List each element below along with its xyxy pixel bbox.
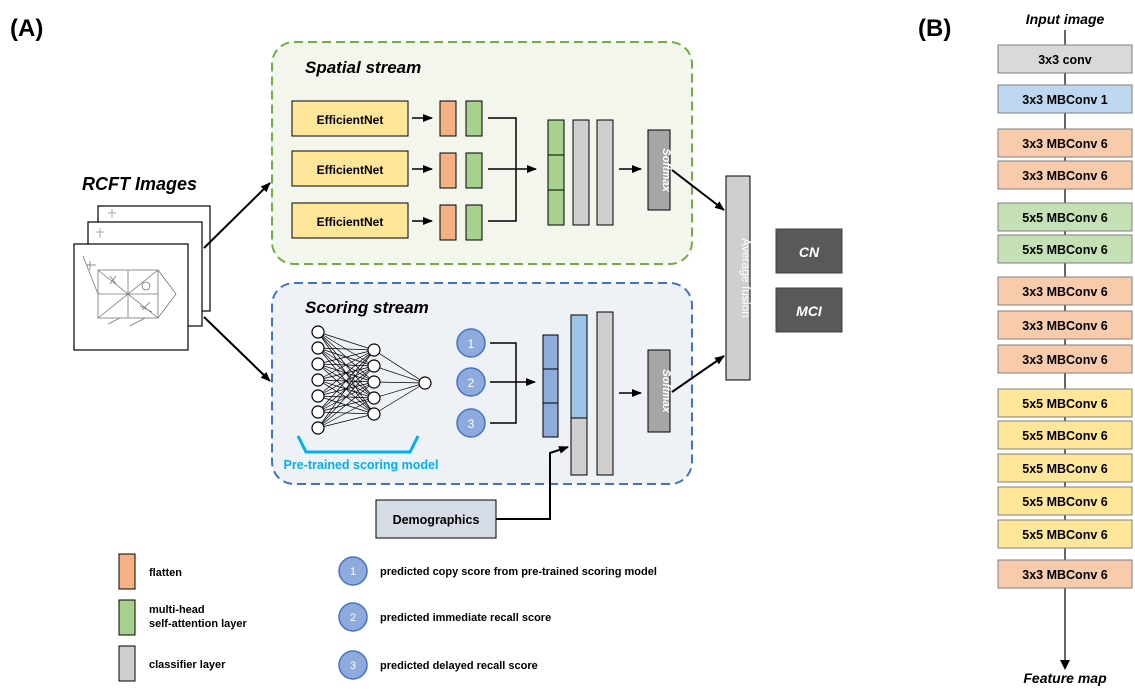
arch-block [997, 128, 1133, 158]
arch-block-label: 3x3 MBConv 6 [1022, 137, 1107, 151]
arch-output-label: Feature map [1023, 670, 1107, 686]
arch-block [997, 453, 1133, 483]
legend-flatten-swatch [118, 553, 136, 590]
arch-block [997, 420, 1133, 450]
arrow-to-spatial [203, 182, 271, 249]
score-node [456, 328, 486, 358]
arch-block [997, 310, 1133, 340]
classifier-layer [596, 311, 614, 476]
arch-block [997, 559, 1133, 589]
average-fusion-label: Average fusion [739, 238, 753, 318]
arch-block-label: 3x3 conv [1038, 53, 1092, 67]
score-node-label: 1 [468, 337, 475, 351]
legend-score-3-number: 3 [350, 660, 356, 672]
legend-score-3-label: predicted delayed recall score [380, 660, 538, 672]
arch-block-label: 5x5 MBConv 6 [1022, 243, 1107, 257]
average-fusion-block [725, 175, 751, 381]
scoring-stream-title: Scoring stream [305, 298, 429, 317]
arch-block [997, 519, 1133, 549]
arch-block [997, 388, 1133, 418]
scoring-softmax [647, 349, 671, 433]
arch-block-label: 5x5 MBConv 6 [1022, 528, 1107, 542]
concatenated-features [547, 119, 565, 226]
arch-output-arrowhead [1060, 660, 1070, 670]
legend: flatten multi-head self-attention layer … [118, 553, 657, 682]
efficientnet-architecture: Input image 3x3 conv 3x3 MBConv 1 3x3 MBCo… [997, 11, 1133, 686]
rcft-image-stack [73, 205, 211, 351]
arch-block [997, 276, 1133, 306]
classifier-layer [596, 119, 614, 226]
arch-block-label: 5x5 MBConv 6 [1022, 397, 1107, 411]
demographics-label: Demographics [393, 513, 480, 527]
arch-block [997, 234, 1133, 264]
arch-block-label: 5x5 MBConv 6 [1022, 495, 1107, 509]
panel-label-b: (B) [918, 15, 951, 42]
efficientnet-label: EfficientNet [317, 163, 384, 177]
efficientnet-block [291, 202, 409, 239]
arch-blocks: 3x3 conv 3x3 MBConv 1 3x3 MBConv 6 3x3 MBCo… [997, 44, 1133, 589]
legend-score-3-icon [338, 650, 368, 680]
legend-classifier-swatch [118, 645, 136, 682]
legend-score-1-number: 1 [350, 566, 356, 578]
arrow-to-scoring [203, 316, 271, 382]
arch-block-label: 3x3 MBConv 6 [1022, 169, 1107, 183]
legend-attention-label-1: multi-head [149, 604, 205, 616]
arch-block [997, 202, 1133, 232]
legend-score-2-label: predicted immediate recall score [380, 612, 551, 624]
arch-block [997, 44, 1133, 74]
output-mci-label: MCI [796, 303, 823, 319]
output-mci [775, 287, 843, 333]
arch-input-label: Input image [1026, 11, 1105, 27]
score-feature-vector [542, 334, 559, 438]
arch-block-label: 3x3 MBConv 6 [1022, 319, 1107, 333]
attention-layers [465, 100, 483, 241]
arch-block [997, 344, 1133, 374]
flatten-layers [439, 100, 457, 241]
demographics-arrow [496, 446, 569, 520]
legend-score-1-icon [338, 556, 368, 586]
efficientnet-block [291, 150, 409, 187]
arch-block-label: 3x3 MBConv 6 [1022, 353, 1107, 367]
spatial-backbones: EfficientNet EfficientNet EfficientNet [291, 100, 409, 239]
legend-classifier-label: classifier layer [149, 659, 226, 671]
legend-flatten-label: flatten [149, 567, 182, 579]
scoring-model-bracket [296, 435, 420, 454]
arch-block-label: 3x3 MBConv 1 [1022, 93, 1107, 107]
arch-block [997, 160, 1133, 190]
legend-score-2-icon [338, 602, 368, 632]
legend-score-1-label: predicted copy score from pre-trained sc… [380, 566, 657, 578]
efficientnet-label: EfficientNet [317, 215, 384, 229]
legend-attention-swatch [118, 599, 136, 636]
output-cn [775, 228, 843, 274]
scoring-softmax-label: Softmax [660, 369, 672, 413]
score-node-label: 2 [468, 376, 475, 390]
rcft-images-title: RCFT Images [82, 174, 197, 194]
panel-label-a: (A) [10, 15, 43, 42]
score-node [456, 408, 486, 438]
legend-attention-label-2: self-attention layer [149, 618, 248, 630]
arch-block-label: 3x3 MBConv 6 [1022, 285, 1107, 299]
score-nodes: 1 2 3 [456, 328, 486, 438]
score-node-label: 3 [468, 417, 475, 431]
arch-block-label: 3x3 MBConv 6 [1022, 568, 1107, 582]
arch-block [997, 486, 1133, 516]
spatial-softmax-label: Softmax [660, 148, 672, 192]
classifier-layer [572, 119, 590, 226]
score-node [456, 367, 486, 397]
pretrained-scoring-network [311, 325, 432, 435]
efficientnet-label: EfficientNet [317, 113, 384, 127]
spatial-stream-title: Spatial stream [305, 58, 421, 77]
arch-block [997, 84, 1133, 114]
arch-block-label: 5x5 MBConv 6 [1022, 211, 1107, 225]
output-cn-label: CN [799, 244, 820, 260]
legend-score-2-number: 2 [350, 612, 356, 624]
score-demographic-concat [570, 314, 588, 476]
spatial-softmax [647, 129, 671, 211]
arch-block-label: 5x5 MBConv 6 [1022, 429, 1107, 443]
arch-block-label: 5x5 MBConv 6 [1022, 462, 1107, 476]
efficientnet-block [291, 100, 409, 137]
scoring-model-caption: Pre-trained scoring model [284, 458, 439, 472]
